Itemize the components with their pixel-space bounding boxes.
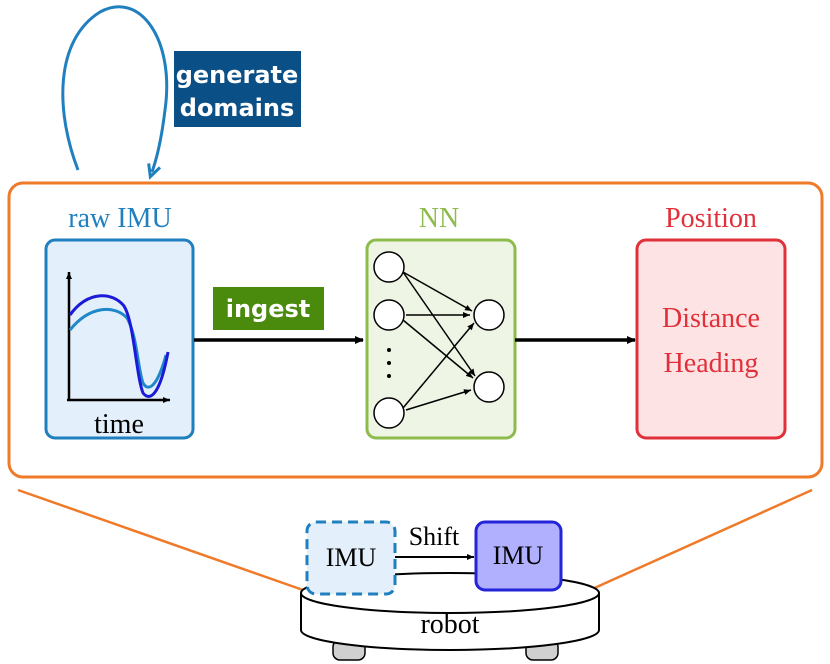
time-axis-label: time (94, 409, 144, 440)
output-panel (635, 238, 787, 440)
input-neuron-3 (373, 397, 405, 429)
input-title: raw IMU (68, 203, 171, 234)
badge-line2: domains (180, 94, 294, 122)
ingest-label: ingest (226, 295, 311, 323)
robot-label: robot (420, 609, 479, 640)
input-neuron-2 (373, 299, 405, 331)
badge-line1: generate (176, 61, 299, 89)
signal-curve-dark (68, 294, 170, 398)
loop-arrow (61, 5, 169, 172)
generate-domains-badge (174, 51, 301, 127)
zoom-line-right (589, 488, 813, 592)
output-neuron-2 (473, 371, 505, 403)
imu-shifted-box (474, 520, 563, 592)
network-title: NN (419, 203, 459, 234)
input-neuron-1 (373, 251, 405, 283)
output-title: Position (665, 203, 757, 234)
zoom-line-left (17, 488, 304, 592)
ingest-badge (213, 287, 324, 330)
imu-original-label: IMU (326, 543, 377, 572)
neuron-ellipsis (387, 348, 391, 378)
network-edges (402, 271, 476, 411)
signal-curve-light (68, 307, 168, 389)
imu-original-box (305, 520, 397, 596)
shift-label: Shift (409, 522, 460, 551)
output-neuron-1 (473, 299, 505, 331)
output-line2: Heading (664, 348, 759, 379)
output-line1: Distance (662, 303, 760, 334)
imu-shifted-label: IMU (493, 541, 544, 570)
pipeline-frame (7, 181, 824, 479)
